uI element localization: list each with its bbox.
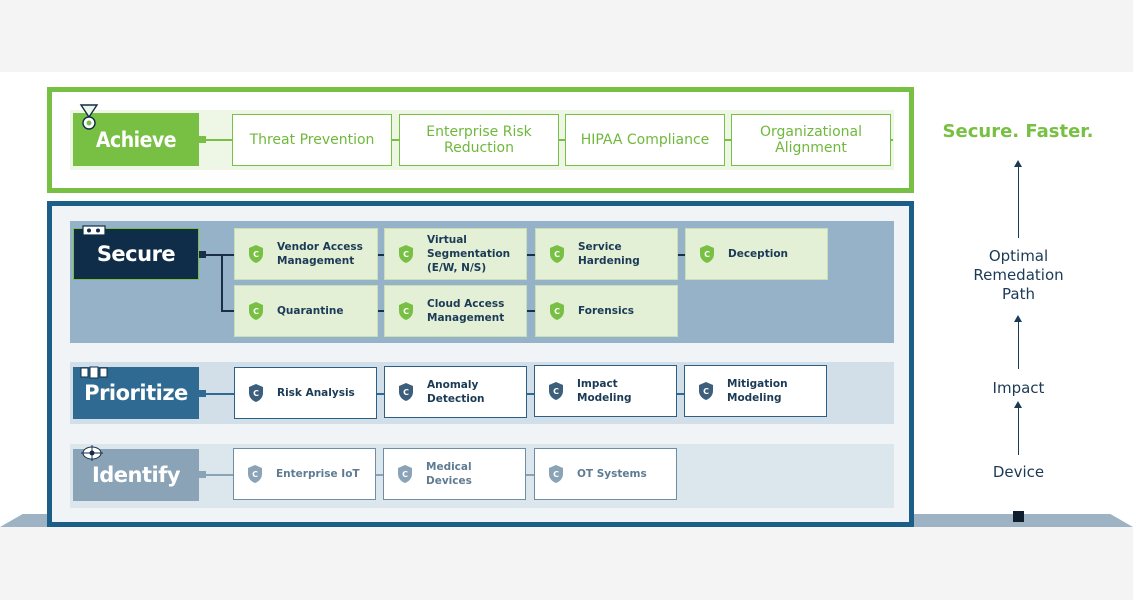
outcome-card: Threat Prevention: [232, 114, 392, 166]
secure-connector: [199, 254, 234, 256]
capability-card: C Cloud Access Management: [384, 285, 527, 337]
secure-label: Secure: [73, 228, 199, 280]
identify-connector-dot: [199, 471, 206, 478]
device-icon: [80, 364, 108, 379]
identify-label-text: Identify: [91, 463, 181, 487]
svg-text:C: C: [253, 250, 259, 259]
outcome-card: Enterprise Risk Reduction: [399, 114, 559, 166]
shield-c-icon: C: [685, 381, 727, 401]
capability-text: Vendor Access Management: [277, 241, 363, 267]
shield-c-icon: C: [536, 301, 578, 321]
outcome-card: Organizational Alignment: [731, 114, 891, 166]
svg-text:C: C: [554, 307, 560, 316]
secure-connector: [221, 254, 223, 310]
shield-c-icon: C: [384, 464, 426, 484]
svg-text:C: C: [253, 389, 259, 398]
capability-card: C Forensics: [535, 285, 678, 337]
capability-text: Medical Devices: [426, 461, 472, 487]
shield-c-icon: C: [235, 244, 277, 264]
capability-card: C Enterprise IoT: [233, 448, 376, 500]
shield-c-icon: C: [385, 382, 427, 402]
capability-card: C OT Systems: [534, 448, 677, 500]
svg-text:C: C: [703, 387, 709, 396]
svg-text:C: C: [403, 388, 409, 397]
capability-card: C Impact Modeling: [534, 365, 677, 417]
svg-text:C: C: [554, 250, 560, 259]
shield-c-icon: C: [385, 301, 427, 321]
shield-c-icon: C: [385, 244, 427, 264]
capability-text: Quarantine: [277, 305, 344, 317]
svg-text:C: C: [553, 470, 559, 479]
capability-text: Mitigation Modeling: [727, 378, 788, 404]
outcome-card: HIPAA Compliance: [565, 114, 725, 166]
capability-card: C Deception: [685, 228, 828, 280]
headline: Secure. Faster.: [942, 121, 1094, 142]
secure-connector-dot: [199, 251, 206, 258]
device-label: Device: [992, 463, 1045, 481]
secure-label-text: Secure: [96, 242, 176, 266]
svg-text:C: C: [704, 250, 710, 259]
shield-c-icon: C: [234, 464, 276, 484]
achieve-connector-dot: [199, 136, 206, 143]
capability-text: Risk Analysis: [277, 387, 355, 399]
crosshair-icon: [80, 444, 104, 462]
prioritize-label-text: Prioritize: [84, 381, 188, 405]
capability-text: Anomaly Detection: [427, 379, 485, 405]
secure-connector: [221, 310, 234, 312]
shield-c-icon: C: [536, 244, 578, 264]
secure-connector: [378, 310, 676, 312]
shield-c-icon: C: [235, 383, 277, 403]
capability-card: C Service Hardening: [535, 228, 678, 280]
capability-text: Virtual Segmentation (E/W, N/S): [427, 234, 511, 274]
capability-card: C Anomaly Detection: [384, 366, 527, 418]
path-line: [1018, 407, 1019, 455]
arrow-up-icon: [1014, 401, 1022, 408]
base-marker: [1013, 511, 1024, 522]
capability-text: Cloud Access Management: [427, 298, 505, 324]
capability-text: Enterprise IoT: [276, 468, 360, 480]
capability-card: C Medical Devices: [383, 448, 526, 500]
shield-c-icon: C: [535, 381, 577, 401]
medal-icon: [79, 104, 99, 132]
svg-text:C: C: [403, 250, 409, 259]
svg-text:C: C: [253, 307, 259, 316]
shield-c-icon: C: [235, 301, 277, 321]
capability-text: OT Systems: [577, 468, 647, 480]
arrow-up-icon: [1014, 160, 1022, 167]
svg-text:C: C: [402, 470, 408, 479]
shield-c-icon: C: [686, 244, 728, 264]
impact-label: Impact: [992, 379, 1045, 397]
arrow-up-icon: [1014, 315, 1022, 322]
svg-text:C: C: [403, 307, 409, 316]
capability-text: Forensics: [578, 305, 635, 317]
svg-text:C: C: [553, 387, 559, 396]
capability-card: C Quarantine: [234, 285, 378, 337]
optimal-path-label: Optimal Remedation Path: [973, 247, 1064, 303]
svg-text:C: C: [252, 470, 258, 479]
capability-card: C Mitigation Modeling: [684, 365, 827, 417]
shield-c-icon: C: [535, 464, 577, 484]
capability-card: C Risk Analysis: [234, 367, 377, 419]
camera-icon: [82, 224, 108, 240]
capability-text: Deception: [728, 248, 789, 260]
capability-text: Impact Modeling: [577, 378, 632, 404]
capability-card: C Vendor Access Management: [234, 228, 378, 280]
capability-text: Service Hardening: [578, 241, 640, 267]
prioritize-connector-dot: [199, 390, 206, 397]
path-line: [1018, 166, 1019, 238]
capability-card: C Virtual Segmentation (E/W, N/S): [384, 228, 527, 280]
path-line: [1018, 321, 1019, 369]
